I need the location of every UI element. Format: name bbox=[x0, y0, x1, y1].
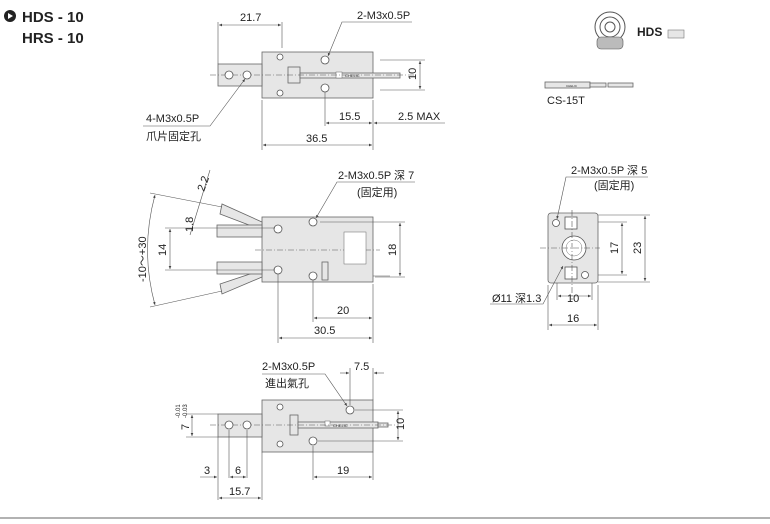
title-block: HDS - 10 HRS - 10 bbox=[4, 9, 84, 47]
circle-play-icon bbox=[4, 10, 16, 22]
dim-2-5-max: 2.5 MAX bbox=[398, 111, 441, 123]
label-holes-side: 2-M3x0.5P 深 7 bbox=[338, 169, 414, 182]
label-jaw-holes-note: 爪片固定孔 bbox=[146, 129, 201, 143]
sensor-label: CS-15T bbox=[547, 95, 585, 107]
label-holes-side-note: (固定用) bbox=[357, 185, 397, 199]
tol-lower: -0.03 bbox=[183, 404, 189, 418]
tol-upper: -0.01 bbox=[176, 404, 182, 418]
dim-17: 17 bbox=[609, 242, 621, 254]
dim-10-top: 10 bbox=[407, 68, 419, 80]
dim-10-bottom: 10 bbox=[395, 418, 407, 430]
dim-2-2: 2.2 bbox=[196, 175, 213, 193]
sensor-icon: CHELIC bbox=[544, 81, 634, 89]
sensor-brand-bottom: CHELIC bbox=[333, 423, 348, 428]
label-ports: 2-M3x0.5P bbox=[262, 361, 315, 373]
dim-7: 7 bbox=[180, 424, 192, 430]
top-view: CHELIC 21.7 2-M3x0.5P 10 15.5 2.5 MAX 36… bbox=[143, 10, 445, 150]
dim-15-5: 15.5 bbox=[339, 111, 360, 123]
label-holes-end: 2-M3x0.5P 深 5 bbox=[571, 164, 647, 177]
model-title-hds: HDS - 10 bbox=[22, 9, 84, 26]
side-view: 2-M3x0.5P 深 7 (固定用) 18 14 1.8 2.2 -10～+3… bbox=[137, 169, 415, 343]
end-view: 2-M3x0.5P 深 5 (固定用) 17 23 10 16 Ø11 深1.3 bbox=[490, 164, 650, 330]
dim-angle: -10～+30 bbox=[137, 236, 149, 282]
dim-21-7: 21.7 bbox=[240, 12, 261, 24]
dim-14: 14 bbox=[157, 244, 169, 256]
dim-23: 23 bbox=[632, 242, 644, 254]
label-ports-note: 進出氣孔 bbox=[265, 376, 309, 390]
label-bore: Ø11 深1.3 bbox=[492, 292, 541, 305]
dim-18: 18 bbox=[387, 244, 399, 256]
legend-model: HDS bbox=[637, 25, 662, 39]
dim-10-end: 10 bbox=[567, 293, 579, 305]
disc-logo-icon bbox=[594, 11, 626, 50]
dim-15-7: 15.7 bbox=[229, 486, 250, 498]
bottom-view: CHELIC 2-M3x0.5P 進出氣孔 7.5 10 7 -0.01 -0.… bbox=[176, 361, 407, 500]
dim-36-5: 36.5 bbox=[306, 133, 327, 145]
sensor-brand: CHELIC bbox=[566, 84, 578, 88]
dim-3: 3 bbox=[204, 465, 210, 477]
dim-20: 20 bbox=[337, 305, 349, 317]
sensor-brand-top: CHELIC bbox=[345, 73, 360, 78]
dim-19: 19 bbox=[337, 465, 349, 477]
model-title-hrs: HRS - 10 bbox=[22, 30, 84, 47]
label-jaw-holes: 4-M3x0.5P bbox=[146, 113, 199, 125]
label-holes-top: 2-M3x0.5P bbox=[357, 10, 410, 22]
dim-6: 6 bbox=[235, 465, 241, 477]
dim-7-5: 7.5 bbox=[354, 361, 369, 373]
label-holes-end-note: (固定用) bbox=[594, 178, 634, 192]
legend-swatch bbox=[667, 29, 685, 39]
dim-1-8: 1.8 bbox=[184, 217, 196, 232]
legend: HDS CHELIC CS-15T bbox=[544, 11, 685, 107]
dim-30-5: 30.5 bbox=[314, 325, 335, 337]
dim-16: 16 bbox=[567, 313, 579, 325]
